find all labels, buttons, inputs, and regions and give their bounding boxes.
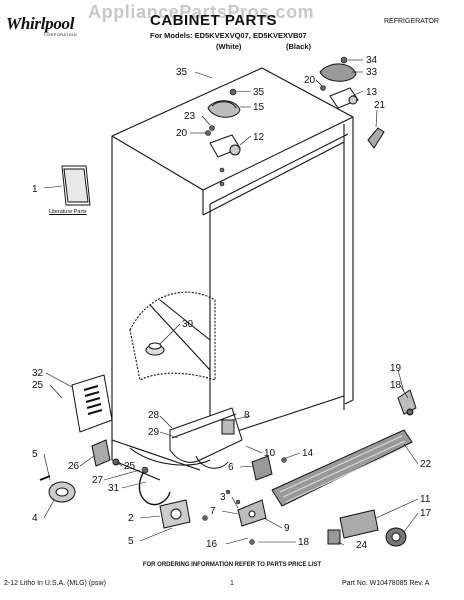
part-11-roller — [339, 509, 407, 547]
brand-logo: Whirlpool — [6, 14, 75, 33]
part-4-motor — [39, 475, 76, 503]
callout-12: 12 — [253, 132, 265, 143]
callout-3: 3 — [220, 492, 226, 503]
callout-25: 25 — [32, 380, 44, 391]
cabinet-liner-edge — [202, 133, 349, 216]
models-line: For Models: ED5KVEXVQ07, ED5KVEXVB07 — [150, 31, 307, 40]
callout-23: 23 — [184, 111, 196, 122]
callout-9: 9 — [284, 523, 290, 534]
part-26-clip — [91, 439, 120, 467]
page-number: 1 — [230, 580, 234, 587]
variant-white: (White) — [216, 42, 242, 51]
cabinet-right-side — [343, 117, 354, 410]
callout-26: 26 — [68, 461, 80, 472]
liner-cutaway — [149, 299, 211, 371]
callout-16: 16 — [206, 539, 218, 550]
part-6-block — [251, 455, 273, 481]
callout-4: 4 — [32, 513, 38, 524]
part-9-bracket — [237, 499, 267, 527]
part-21-clip — [367, 127, 385, 149]
callout-18: 18 — [298, 537, 310, 548]
variant-black: (Black) — [286, 42, 312, 51]
hinge-cover-right — [319, 63, 357, 82]
screws — [205, 56, 348, 187]
callout-21: 21 — [374, 100, 386, 111]
part-2-valve — [159, 499, 191, 529]
hinge-cover-center — [207, 100, 241, 118]
callout-7: 7 — [210, 506, 216, 517]
callout-8: 8 — [244, 410, 250, 421]
callout-19: 19 — [390, 363, 402, 374]
callout-10: 10 — [264, 448, 276, 459]
part-22-base-grille — [271, 429, 413, 507]
callout-14: 14 — [302, 448, 314, 459]
callout-35: 35 — [253, 87, 265, 98]
part-8-assembly — [169, 407, 243, 469]
callout-31: 31 — [108, 483, 120, 494]
leader-lines — [43, 59, 419, 546]
part-32-grille — [71, 374, 113, 433]
watermark: AppliancePartsPros.com — [88, 2, 315, 22]
callout-35: 35 — [176, 67, 188, 78]
part-31-hose — [138, 466, 171, 506]
part-24-foot — [327, 529, 341, 545]
callout-24: 24 — [356, 540, 368, 551]
callout-17: 17 — [420, 508, 432, 519]
ordering-notice: FOR ORDERING INFORMATION REFER TO PARTS … — [142, 562, 322, 568]
callout-20: 20 — [176, 128, 188, 139]
callout-33: 33 — [366, 67, 378, 78]
base-front — [111, 440, 211, 481]
callout-18: 18 — [390, 380, 402, 391]
hinge-bracket-center — [209, 134, 241, 158]
hinge-bracket-right — [329, 87, 359, 109]
part-19-bracket — [397, 389, 417, 416]
small-screws-lower — [202, 457, 287, 545]
part-30-plug — [145, 342, 165, 356]
category-label: REFRIGERATOR — [384, 18, 439, 25]
callout-11: 11 — [420, 494, 431, 505]
literature-parts-label: Literature Parts — [49, 209, 87, 215]
callout-1: 1 — [32, 184, 38, 195]
callout-25: 25 — [124, 461, 136, 472]
cabinet-top — [111, 67, 354, 191]
cabinet-back-cutaway — [129, 291, 216, 381]
literature-booklet — [61, 165, 91, 206]
callout-22: 22 — [420, 459, 432, 470]
callout-30: 30 — [182, 319, 194, 330]
callout-32: 32 — [32, 368, 44, 379]
callout-34: 34 — [366, 55, 378, 66]
cabinet-front-edge — [202, 190, 211, 440]
page-title: CABINET PARTS — [150, 12, 278, 29]
callout-6: 6 — [228, 462, 234, 473]
callout-5: 5 — [32, 449, 38, 460]
callout-15: 15 — [253, 102, 265, 113]
print-info: 2-12 Litho In U.S.A. (MLG) (psw) — [4, 580, 106, 587]
callout-13: 13 — [366, 87, 378, 98]
callout-5: 5 — [128, 536, 134, 547]
callout-28: 28 — [148, 410, 160, 421]
callout-27: 27 — [92, 475, 104, 486]
callout-20: 20 — [304, 75, 316, 86]
brand-subtitle: CORPORATION — [44, 32, 77, 37]
callout-29: 29 — [148, 427, 160, 438]
callout-2: 2 — [128, 513, 134, 524]
document-part-number: Part No. W10478085 Rev. A — [342, 580, 430, 587]
